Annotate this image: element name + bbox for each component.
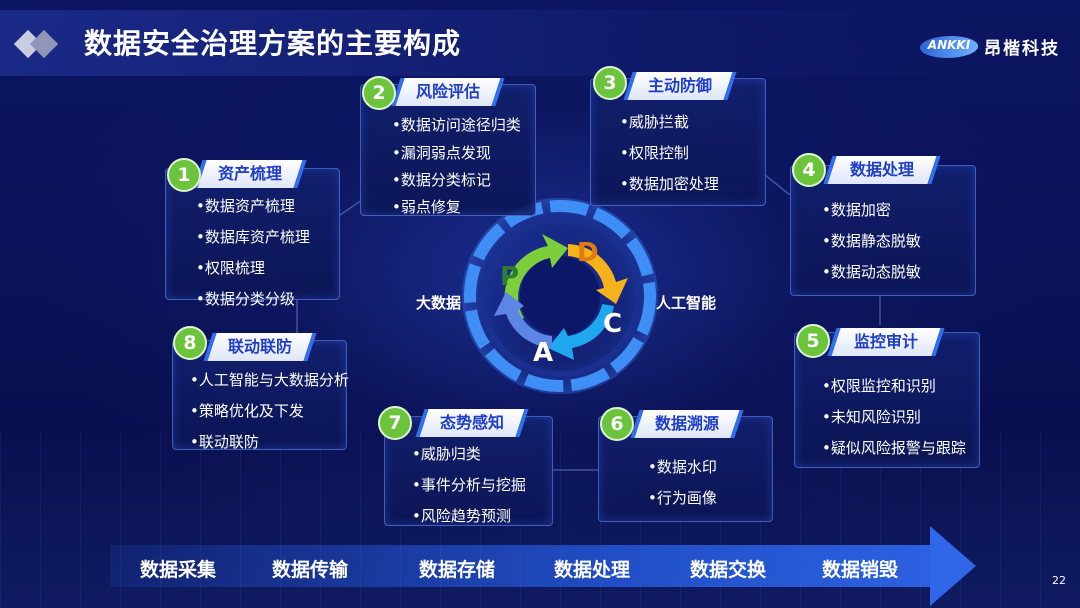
card-item: •行为画像	[648, 489, 717, 507]
card-title: 主动防御	[647, 76, 712, 95]
step-number-badge: 4	[792, 153, 826, 187]
card-title: 数据处理	[849, 160, 914, 179]
stage-label: 数据采集	[140, 559, 217, 581]
pdca-cycle	[462, 198, 658, 394]
cycle-letter-p: P	[500, 262, 520, 292]
card-item: •事件分析与挖掘	[412, 476, 526, 494]
cycle-letter-c: C	[603, 309, 623, 339]
card-data-processing	[790, 165, 976, 296]
card-title: 态势感知	[439, 413, 504, 432]
card-item: •数据分类标记	[392, 171, 491, 189]
card-item: •弱点修复	[392, 198, 461, 216]
ai-label: 人工智能	[656, 294, 717, 312]
brand-name: 昂楷科技	[984, 39, 1060, 59]
stage-label: 数据存储	[419, 559, 496, 581]
stage-label: 数据交换	[690, 559, 767, 581]
card-item: •未知风险识别	[822, 408, 921, 426]
step-number-badge: 3	[593, 66, 627, 100]
card-item: •策略优化及下发	[190, 402, 304, 420]
page-number: 22	[1052, 574, 1066, 587]
cycle-letter-d: D	[577, 238, 599, 268]
card-item: •威胁归类	[412, 445, 481, 463]
card-item: •权限梳理	[196, 259, 265, 277]
card-item: •数据静态脱敏	[822, 232, 921, 250]
step-number-badge: 2	[362, 76, 396, 110]
card-title: 联动联防	[227, 337, 292, 356]
arrow-d	[568, 244, 628, 304]
stage-label: 数据传输	[272, 559, 349, 581]
big-data-label: 大数据	[416, 294, 462, 312]
card-item: •人工智能与大数据分析	[190, 371, 349, 389]
card-item: •威胁拦截	[620, 113, 689, 131]
card-title: 监控审计	[853, 332, 918, 351]
card-title: 风险评估	[415, 82, 480, 101]
card-item: •数据资产梳理	[196, 197, 295, 215]
stage-label: 数据销毁	[822, 559, 899, 581]
cycle-letter-a: A	[533, 338, 554, 368]
step-number-badge: 5	[796, 324, 830, 358]
step-number-badge: 7	[378, 406, 412, 440]
arrow-c	[548, 304, 614, 360]
card-item: •数据动态脱敏	[822, 263, 921, 281]
stage-label: 数据处理	[554, 559, 631, 581]
header-bar	[0, 10, 1080, 76]
card-item: •数据库资产梳理	[196, 228, 310, 246]
card-item: •数据加密	[822, 201, 891, 219]
card-item: •数据访问途径归类	[392, 116, 521, 134]
card-item: •风险趋势预测	[412, 507, 511, 525]
page-title: 数据安全治理方案的主要构成	[84, 27, 462, 60]
card-item: •联动联防	[190, 433, 259, 451]
card-item: •漏洞弱点发现	[392, 144, 491, 162]
lifecycle-arrow-body	[110, 545, 942, 587]
step-number-badge: 1	[167, 158, 201, 192]
card-item: •权限监控和识别	[822, 377, 936, 395]
brand-mark: ANKKI	[927, 38, 971, 52]
card-asset-sorting	[165, 168, 340, 300]
arrow-right-icon	[930, 526, 976, 606]
step-number-badge: 8	[173, 326, 207, 360]
card-item: •权限控制	[620, 144, 689, 162]
card-item: •数据分类分级	[196, 290, 295, 308]
step-number-badge: 6	[600, 407, 634, 441]
card-title: 资产梳理	[217, 164, 282, 183]
card-joint-defense	[172, 340, 347, 450]
pdca-arrows	[494, 234, 628, 360]
card-item: •数据加密处理	[620, 175, 719, 193]
card-item: •数据水印	[648, 458, 717, 476]
arrow-a	[494, 292, 552, 348]
card-title: 数据溯源	[654, 414, 719, 433]
arrow-p	[504, 234, 568, 324]
card-item: •疑似风险报警与跟踪	[822, 439, 966, 457]
